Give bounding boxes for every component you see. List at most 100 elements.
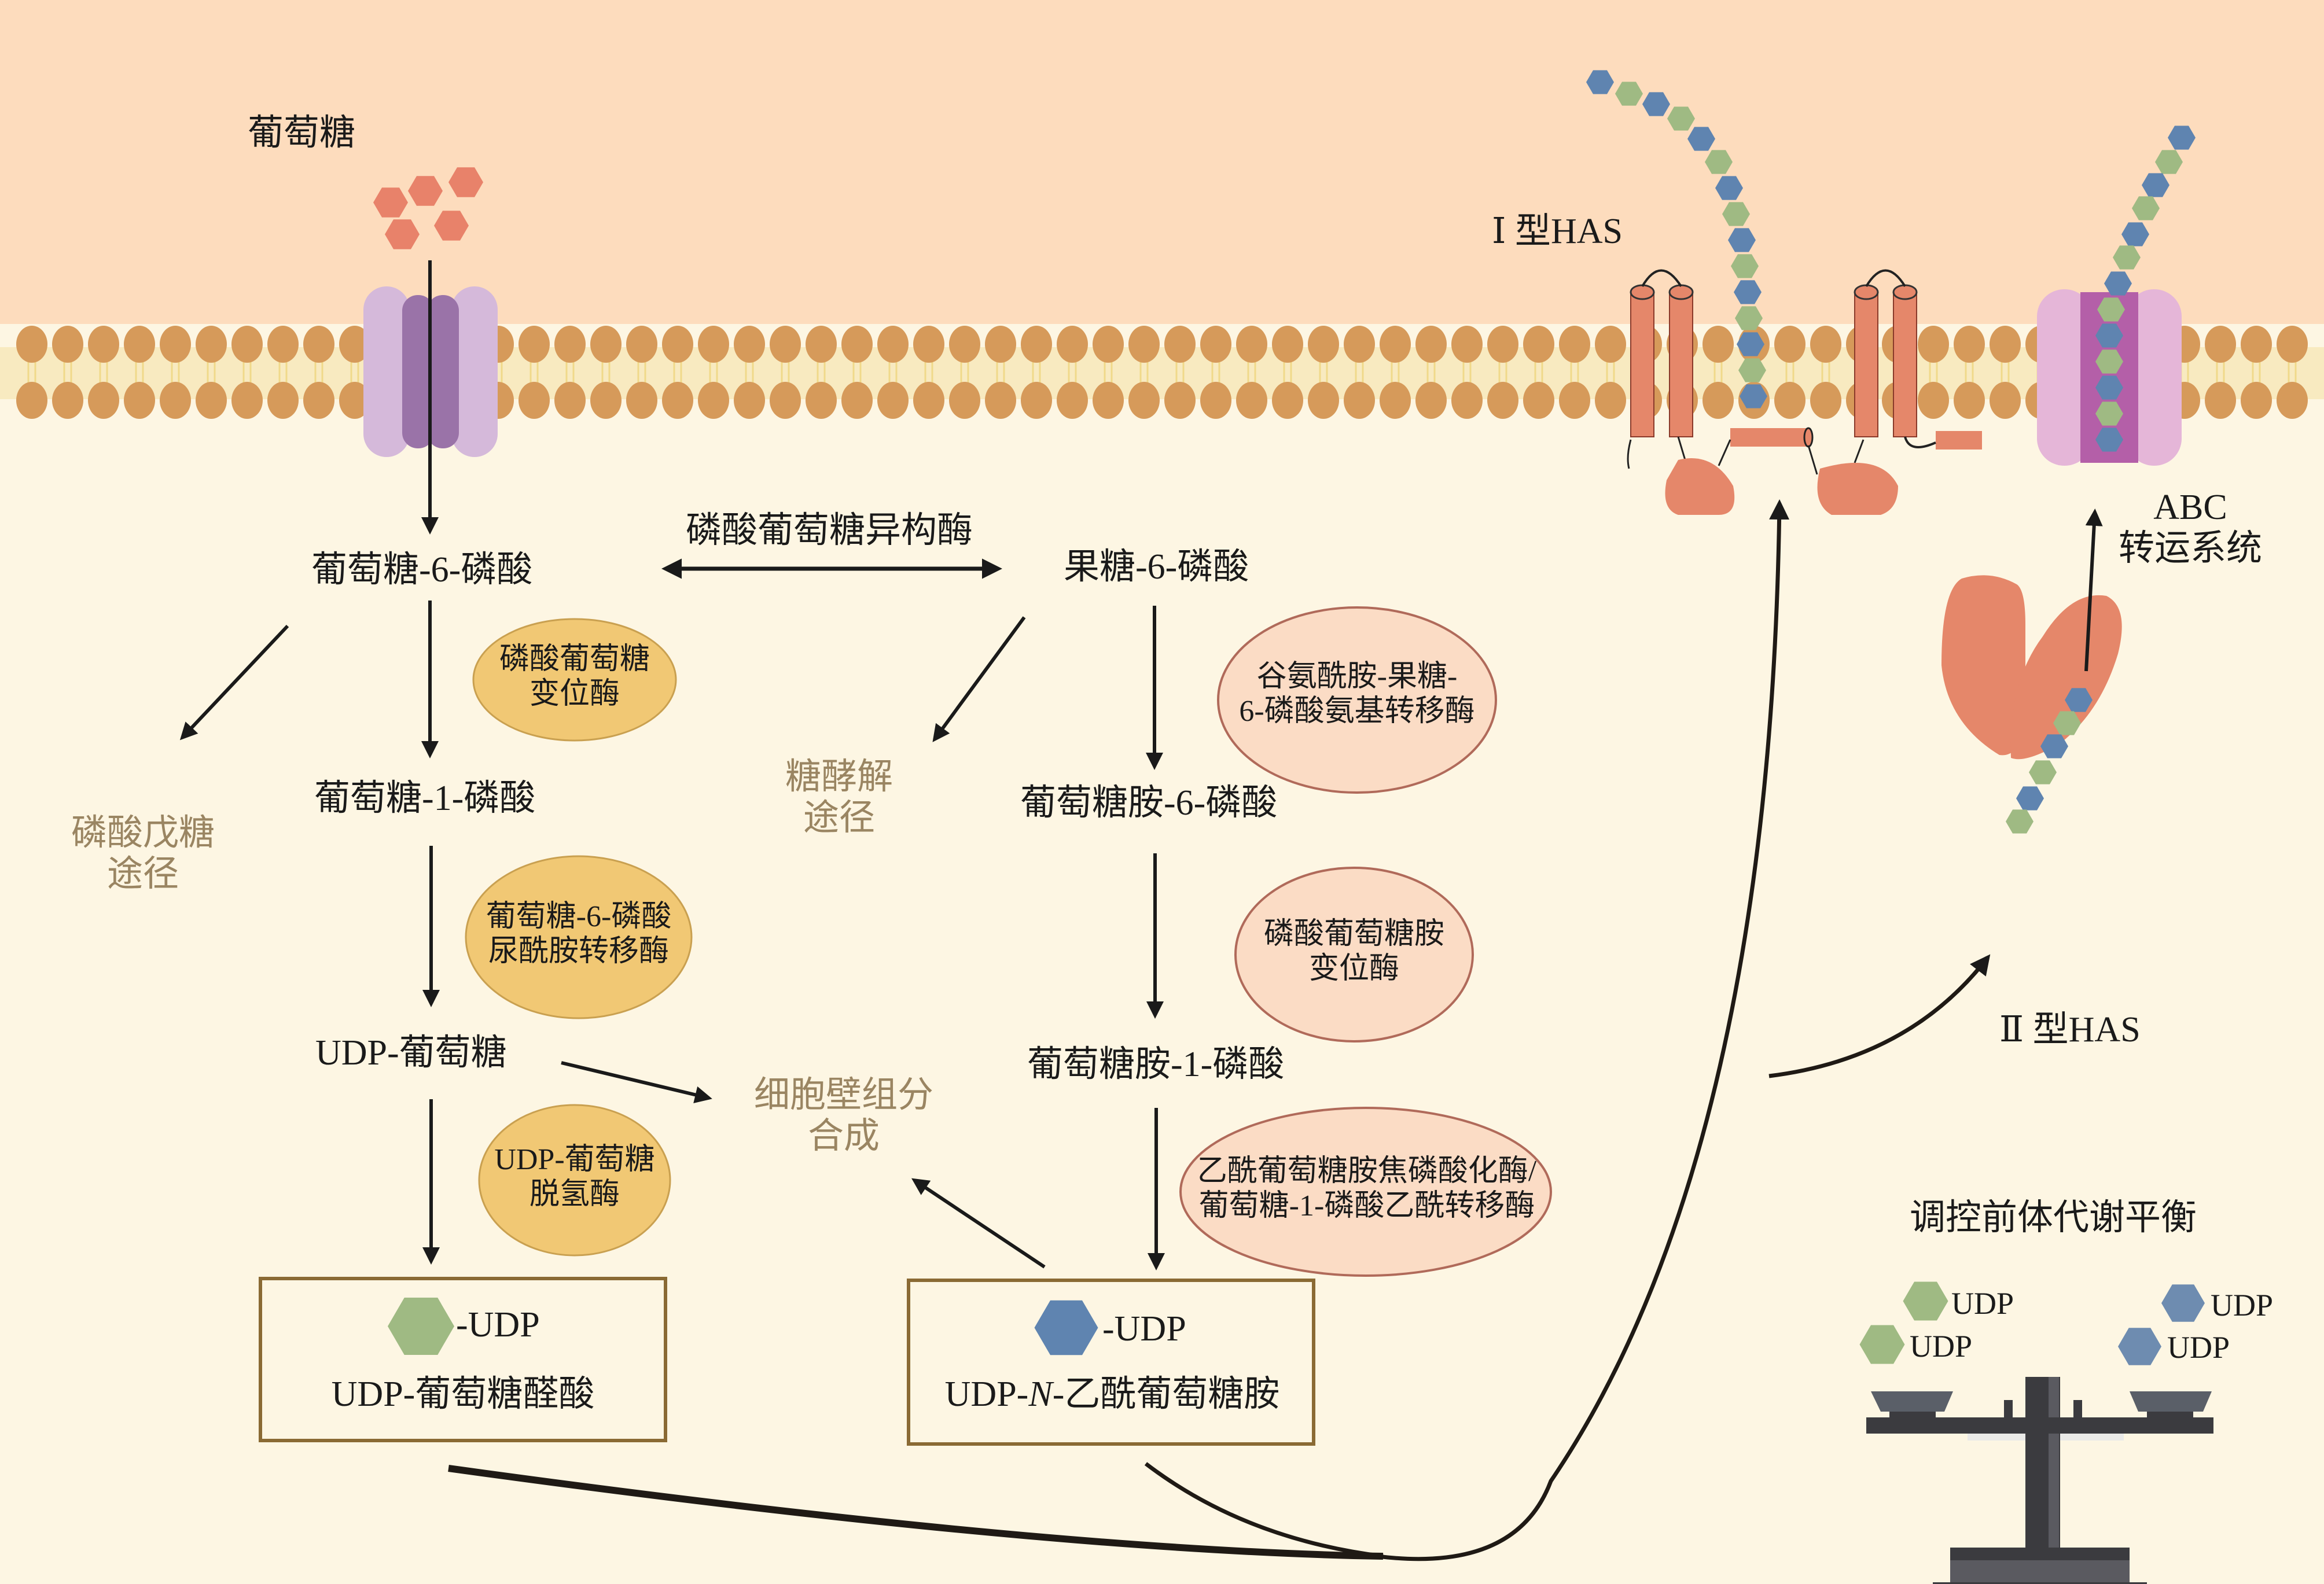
abc-label-line2: 转运系统 [2118, 529, 2263, 569]
gfat-line2: 6-磷酸氨基转移酶 [1239, 694, 1475, 728]
lipid-molecule [1164, 326, 1196, 419]
lipid-molecule [88, 326, 119, 419]
pathway-arrows [179, 509, 2103, 1270]
lipid-molecule [841, 326, 873, 419]
metabolite-g6p: 葡萄糖-6-磷酸 [311, 550, 533, 590]
enzyme-gfat-label: 谷氨酰胺-果糖- 6-磷酸氨基转移酶 [1239, 660, 1474, 729]
lipid-molecule [124, 326, 155, 419]
lipid-molecule [949, 326, 980, 419]
cellwall-line2: 合成 [807, 1117, 880, 1156]
lipid-molecule [2241, 326, 2272, 419]
lipid-molecule [698, 326, 729, 419]
lipid-molecule [160, 326, 191, 419]
balance-udp-label-4: UDP [2167, 1330, 2230, 1365]
abc-label-line1: ABC [2153, 488, 2227, 527]
lipid-molecule [626, 326, 657, 419]
gfat-line1: 谷氨酰胺-果糖- [1256, 660, 1458, 693]
extracellular-region [0, 0, 2324, 324]
balance-scale-icon [1866, 1377, 2213, 1584]
ppp-line2: 途径 [106, 854, 179, 894]
metabolite-glcn1p: 葡萄糖胺-1-磷酸 [1027, 1045, 1285, 1084]
lipid-molecule [52, 326, 83, 419]
metabolite-udp-glucose: UDP-葡萄糖 [315, 1033, 507, 1073]
enzyme-pgm-label: 磷酸葡萄糖 变位酶 [499, 642, 650, 712]
lipid-molecule [1415, 326, 1447, 419]
pgam-line1: 磷酸葡萄糖胺 [1263, 918, 1445, 951]
pgm-line1: 磷酸葡萄糖 [499, 643, 650, 676]
udpglcnac-to-cellwall-arrow [911, 1178, 1046, 1269]
lipid-molecule [267, 326, 299, 419]
precursor-supply-curves [448, 499, 1991, 1561]
lipid-molecule [590, 326, 622, 419]
lipid-molecule [1810, 326, 1841, 419]
type2-has-protein-icon [1941, 575, 2122, 760]
ugdh-line1: UDP-葡萄糖 [494, 1143, 655, 1176]
ugp-line1: 葡萄糖-6-磷酸 [486, 900, 672, 933]
udp-glcua-udp-tag: -UDP [456, 1305, 540, 1344]
lipid-molecule [734, 326, 765, 419]
udp-glcnac-box [907, 1279, 1315, 1446]
lipid-molecule [16, 326, 47, 419]
lipid-molecule [770, 326, 801, 419]
enzyme-ugdh-label: UDP-葡萄糖 脱氢酶 [494, 1143, 654, 1212]
ugdh-line2: 脱氢酶 [529, 1177, 620, 1211]
f6p-to-glycolysis-arrow [932, 616, 1026, 742]
lipid-molecule [1236, 326, 1267, 419]
metabolite-glcn6p: 葡萄糖胺-6-磷酸 [1020, 783, 1278, 823]
pathway-pentose-phosphate: 磷酸戊糖 途径 [71, 813, 215, 896]
pathway-glycolysis: 糖酵解 途径 [785, 757, 893, 839]
lipid-molecule [1487, 326, 1518, 419]
lipid-molecule [1523, 326, 1554, 419]
glycolysis-line2: 途径 [803, 798, 876, 838]
udp-glcua-label: UDP-葡萄糖醛酸 [331, 1375, 595, 1414]
udp-glcnac-label: UDP-N-乙酰葡萄糖胺 [945, 1374, 1280, 1415]
glycolysis-line1: 糖酵解 [785, 757, 893, 797]
main-supply-curve-to-type1 [1377, 499, 1790, 1561]
enzyme-glmu-label: 乙酰葡萄糖胺焦磷酸化酶/ 葡萄糖-1-磷酸乙酰转移酶 [1197, 1154, 1536, 1224]
lipid-molecule [519, 326, 550, 419]
glucose-transporter-icon [363, 286, 498, 457]
lipid-molecule [1451, 326, 1483, 419]
pathway-cell-wall: 细胞壁组分 合成 [754, 1075, 933, 1158]
lipid-molecule [2277, 326, 2308, 419]
udp-glcnac-prefix: UDP- [944, 1375, 1029, 1414]
lipid-molecule [339, 326, 370, 419]
lipid-molecule [1702, 326, 1734, 419]
glmu-enzyme-bubble [1179, 1107, 1552, 1277]
lipid-molecule [196, 326, 227, 419]
enzyme-ellipses [465, 606, 1552, 1277]
lipid-molecule [1344, 326, 1375, 419]
lipid-molecule [1308, 326, 1339, 419]
lipid-molecule [806, 326, 837, 419]
g6p-to-ppp-arrow [179, 624, 289, 741]
ppp-line1: 磷酸戊糖 [71, 813, 215, 853]
udp-glcua-box [259, 1277, 667, 1442]
lipid-molecule [1595, 326, 1626, 419]
lipid-molecule [662, 326, 693, 419]
abc-export-arrow [2084, 509, 2103, 672]
udpglcua-supply-curve [448, 1465, 1384, 1560]
gfat-enzyme-bubble [1217, 606, 1497, 794]
balance-udp-label-3: UDP [2211, 1288, 2274, 1323]
lipid-molecule [877, 326, 909, 419]
ugp-enzyme-bubble [465, 855, 693, 1019]
lipid-molecule [1021, 326, 1052, 419]
lipid-molecule [1774, 326, 1805, 419]
abc-transporter-label: ABC 转运系统 [2119, 487, 2262, 570]
ugp-line2: 尿酰胺转移酶 [488, 934, 670, 968]
lipid-molecule [1954, 326, 1985, 419]
metabolite-f6p: 果糖-6-磷酸 [1064, 547, 1249, 587]
lipid-molecule [1918, 326, 1949, 419]
glmu-line2: 葡萄糖-1-磷酸乙酰转移酶 [1198, 1189, 1535, 1222]
lipid-molecule [1057, 326, 1088, 419]
pgam-enzyme-bubble [1234, 867, 1474, 1043]
lipid-molecule [554, 326, 586, 419]
lipid-molecule [1559, 326, 1590, 419]
pgm-enzyme-bubble [472, 618, 677, 742]
lipid-molecule [303, 326, 334, 419]
udpglc-to-cellwall-arrow [561, 1061, 712, 1104]
udp-glcnac-udp-tag: -UDP [1102, 1309, 1186, 1349]
metabolite-g1p: 葡萄糖-1-磷酸 [314, 779, 536, 818]
